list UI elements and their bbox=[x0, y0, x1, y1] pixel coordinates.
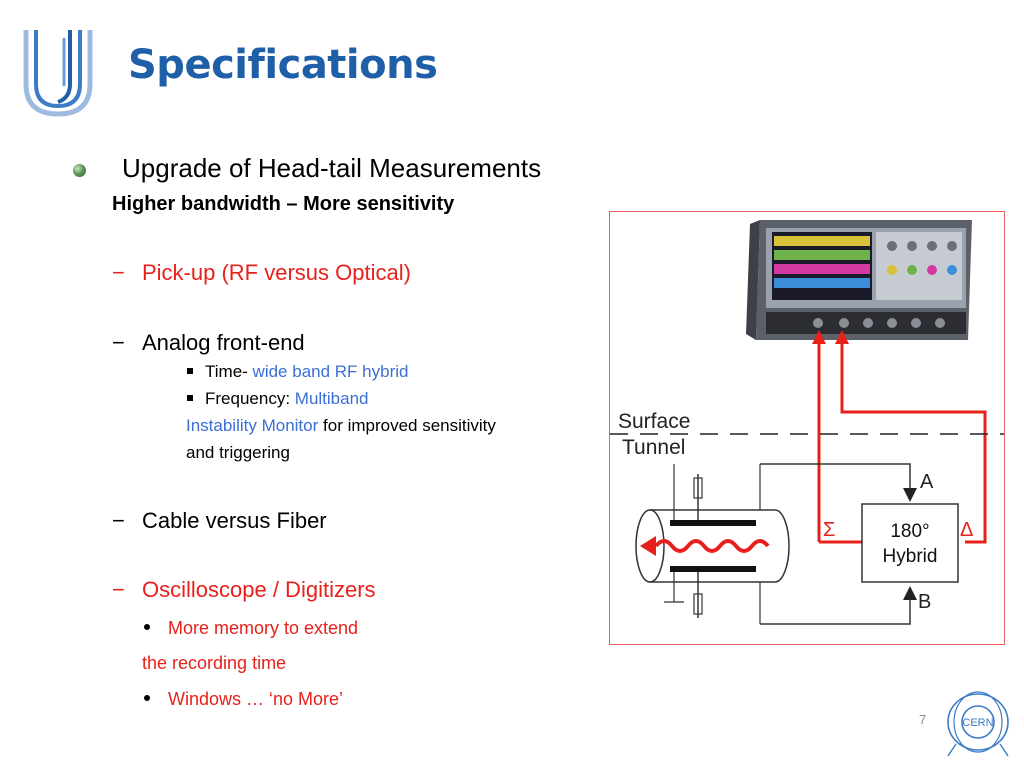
pickup-text: Pick-up (RF versus Optical) bbox=[142, 260, 411, 285]
instability-line2: and triggering bbox=[186, 443, 290, 462]
sigma-label: Σ bbox=[823, 519, 835, 541]
list-item-analog: −Analog front-end bbox=[112, 330, 305, 356]
cable-text: Cable versus Fiber bbox=[142, 508, 327, 533]
square-bullet-icon bbox=[187, 367, 193, 374]
slide-title: Specifications bbox=[128, 42, 438, 88]
windows-text: Windows … ‘no More’ bbox=[168, 689, 344, 709]
port-b-label: B bbox=[918, 591, 931, 613]
square-bullet-icon bbox=[187, 394, 193, 401]
time-link[interactable]: wide band RF hybrid bbox=[252, 362, 409, 381]
cern-logo-icon: CERN bbox=[947, 691, 1009, 757]
hybrid-label: Hybrid bbox=[883, 546, 938, 567]
instability-link[interactable]: Instability Monitor bbox=[186, 416, 319, 435]
instability-rest: for improved sensitivity bbox=[323, 416, 496, 435]
freq-prefix: Frequency: bbox=[205, 389, 291, 408]
memory-line2: the recording time bbox=[142, 653, 287, 673]
instability-line: Instability Monitor for improved sensiti… bbox=[186, 416, 496, 436]
main-bullet-text: Upgrade of Head-tail Measurements bbox=[122, 153, 542, 183]
hybrid-angle: 180° bbox=[890, 521, 929, 542]
dash-marker: − bbox=[112, 577, 125, 602]
pickup-structure-icon bbox=[635, 464, 790, 624]
pickup-diagram: Surface Tunnel 180° Hybrid Σ Δ A B bbox=[609, 211, 1005, 645]
sub-item-memory: More memory to extend bbox=[144, 618, 358, 639]
subheading: Higher bandwidth – More sensitivity bbox=[112, 193, 455, 215]
round-bullet-icon bbox=[144, 624, 150, 631]
memory-text: More memory to extend bbox=[168, 618, 359, 638]
multiband-link[interactable]: Multiband bbox=[294, 389, 369, 408]
dash-marker: − bbox=[112, 508, 125, 533]
port-a-label: A bbox=[920, 471, 934, 493]
diagram-drawing: Surface Tunnel 180° Hybrid Σ Δ A B bbox=[610, 220, 1004, 625]
surface-label: Surface bbox=[618, 410, 690, 433]
list-item-scope: −Oscilloscope / Digitizers bbox=[112, 577, 376, 603]
oscilloscope-icon bbox=[746, 220, 972, 340]
page-number: 7 bbox=[919, 712, 927, 727]
sub-item-windows: Windows … ‘no More’ bbox=[144, 689, 343, 710]
hybrid-box bbox=[861, 503, 959, 583]
list-item-cable: −Cable versus Fiber bbox=[112, 508, 327, 534]
delta-label: Δ bbox=[960, 519, 973, 541]
dash-marker: − bbox=[112, 330, 125, 355]
list-item-pickup: −Pick-up (RF versus Optical) bbox=[112, 260, 411, 286]
dash-marker: − bbox=[112, 260, 125, 285]
round-bullet-icon bbox=[144, 695, 150, 702]
tunnel-label: Tunnel bbox=[622, 436, 685, 459]
scope-text: Oscilloscope / Digitizers bbox=[142, 577, 376, 602]
bullet-icon bbox=[73, 164, 86, 177]
cern-logo-text: CERN bbox=[962, 717, 993, 729]
time-prefix: Time- bbox=[205, 362, 248, 381]
sub-item-time: Time- wide band RF hybrid bbox=[187, 362, 408, 382]
u-logo-icon bbox=[23, 30, 93, 117]
sub-item-frequency: Frequency: Multiband bbox=[187, 389, 369, 409]
analog-text: Analog front-end bbox=[142, 330, 305, 355]
